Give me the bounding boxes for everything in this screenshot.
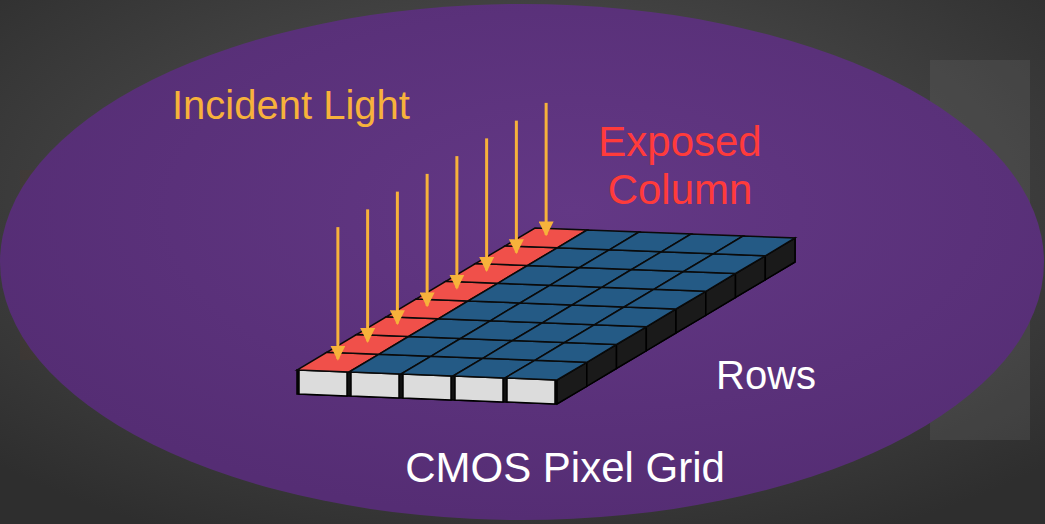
light-arrow — [455, 156, 458, 288]
pixel — [713, 236, 795, 256]
pixel — [684, 254, 766, 274]
pixel-front-face — [403, 374, 451, 400]
pixel-front-face — [507, 378, 555, 404]
grid-title-label: CMOS Pixel Grid — [380, 444, 750, 492]
light-arrow — [515, 121, 518, 253]
pixel — [594, 307, 676, 327]
pixel — [654, 272, 736, 292]
pixel — [624, 289, 706, 309]
rows-label: Rows — [716, 352, 856, 398]
incident-light-label: Incident Light — [172, 82, 512, 128]
pixel-front-face — [351, 372, 399, 398]
light-arrows — [338, 103, 546, 359]
exposed-column-label: Exposed Column — [565, 118, 795, 215]
light-arrow — [396, 192, 399, 324]
light-arrow — [366, 209, 369, 341]
light-arrow — [485, 138, 488, 270]
light-arrow — [545, 103, 548, 235]
light-arrow — [426, 174, 429, 306]
pixel — [505, 360, 587, 380]
pixel — [535, 343, 617, 363]
pixel-front-face — [455, 376, 503, 402]
pixel-front-face — [299, 370, 347, 396]
light-arrow — [336, 227, 339, 359]
pixel — [565, 325, 647, 345]
purple-ellipse — [0, 4, 1044, 520]
